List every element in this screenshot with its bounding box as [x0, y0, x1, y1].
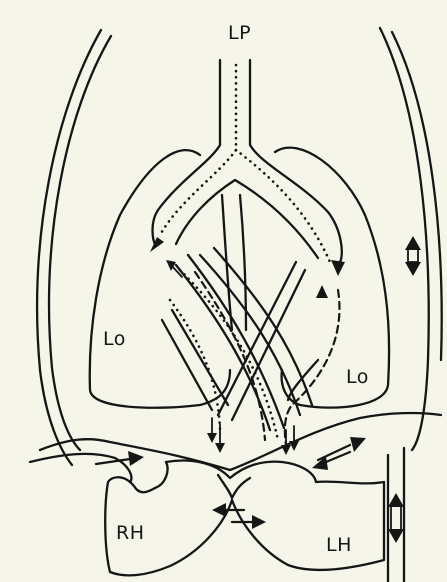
label-rh: RH [116, 522, 145, 544]
up-down-arrow-icon [405, 236, 421, 276]
septum [218, 475, 250, 498]
diaphragm [30, 413, 441, 482]
trachea-and-bronchi [153, 60, 342, 262]
right-body-wall [380, 28, 442, 450]
label-lo-left: Lo [103, 328, 126, 350]
up-down-arrow-icon [388, 493, 404, 543]
central-vessels [162, 195, 318, 430]
heart [105, 461, 384, 576]
label-lh: LH [326, 534, 352, 556]
flow-arrows [96, 237, 366, 529]
label-lp: LP [228, 22, 251, 44]
label-lo-right: Lo [346, 366, 369, 388]
right-lung [275, 148, 389, 408]
